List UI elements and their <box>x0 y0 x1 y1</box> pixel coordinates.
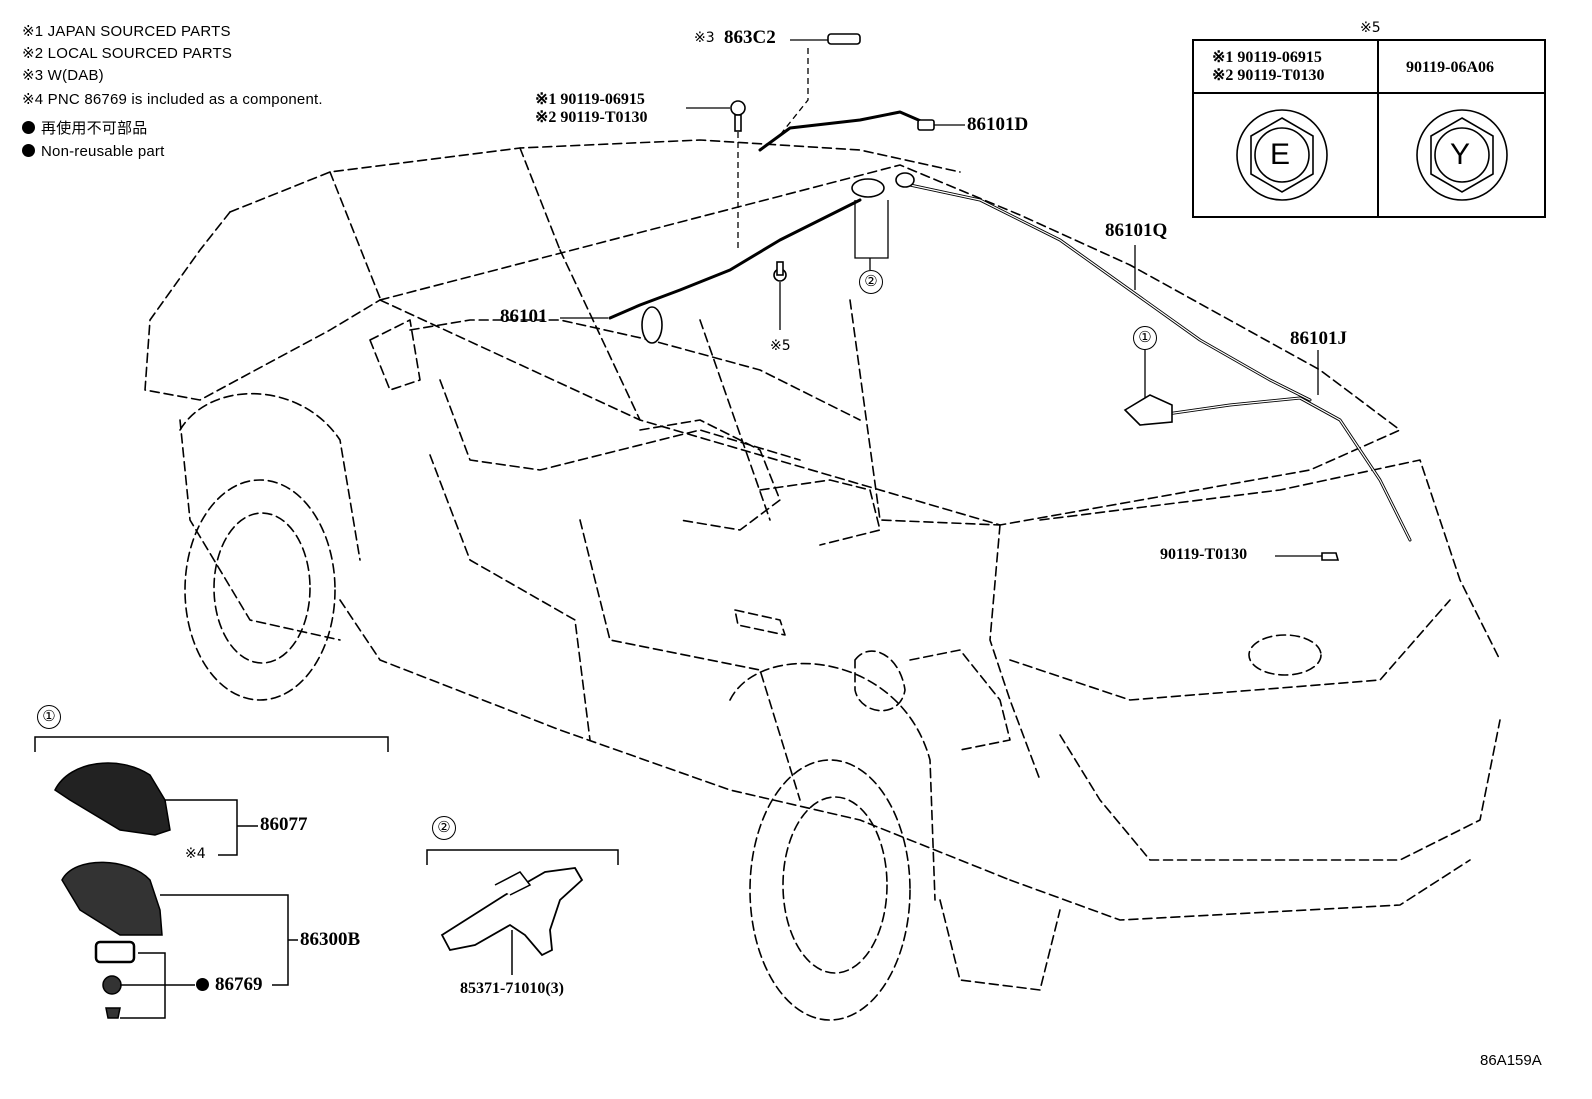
non-reusable-bullet-icon <box>196 978 209 991</box>
note-non-reusable-jp: 再使用不可部品 <box>22 117 147 138</box>
table-right: 90119-06A06 <box>1406 59 1494 76</box>
rear-wheel-rim <box>782 796 888 974</box>
bolt-90119-t0130-rear <box>1321 552 1340 561</box>
vehicle-bumper-bottom <box>1009 859 1471 921</box>
antenna-base-small <box>1123 394 1173 426</box>
label-86101: 86101 <box>500 306 548 327</box>
note-local-sourced: ※2 LOCAL SOURCED PARTS <box>22 45 233 62</box>
vehicle-hood-outline <box>144 211 381 401</box>
rear-wheel <box>749 759 911 1021</box>
antenna-cover-86077 <box>54 762 171 836</box>
harness-86101 <box>608 198 862 320</box>
rear-tail-light <box>909 649 1011 751</box>
label-86300b: 86300B <box>300 929 361 950</box>
connector-863c2 <box>827 33 861 45</box>
label-bolt-top-1: ※1 90119-06915 <box>535 91 645 108</box>
leader-86769 <box>120 952 195 1019</box>
bolt-y-symbol-icon: Y <box>1450 138 1471 171</box>
vehicle-c-pillar <box>849 299 1001 526</box>
vehicle-b-pillar <box>559 249 771 521</box>
rear-wheel-mudflap <box>939 899 1061 991</box>
callout-2-main: ② <box>859 270 883 294</box>
label-86101d: 86101D <box>967 114 1029 135</box>
connector-86101d-end <box>917 119 935 131</box>
leader-86300b <box>160 894 298 986</box>
rear-wheel-arch <box>729 662 936 901</box>
callout-1-inset: ① <box>37 705 61 729</box>
door-handle <box>734 609 786 636</box>
table-left-line2: ※2 90119-T0130 <box>1212 67 1325 84</box>
inset-1 <box>34 736 389 1019</box>
vehicle-tailgate <box>1039 459 1501 661</box>
mark-863c2: ※3 <box>694 30 715 46</box>
clip-group <box>851 178 885 198</box>
vehicle-console <box>759 479 881 546</box>
side-mirror <box>369 319 421 391</box>
vehicle-door-front <box>429 454 591 741</box>
inset-2 <box>426 849 619 975</box>
gasket <box>94 940 136 964</box>
vehicle-door-rear <box>579 519 801 801</box>
label-90119-t0130: 90119-T0130 <box>1160 546 1248 563</box>
vehicle-rear-bumper <box>1059 719 1501 861</box>
callout-1-main: ① <box>1133 326 1157 350</box>
mark-4: ※4 <box>185 846 206 862</box>
label-85371: 85371-71010(3) <box>460 980 564 997</box>
callout-2-inset: ② <box>432 816 456 840</box>
leader-86077 <box>165 799 258 856</box>
vehicle-roof-side <box>379 164 1401 431</box>
harness-86101d <box>758 110 932 152</box>
harness-loop-86101 <box>641 306 663 344</box>
fuel-lid <box>854 650 906 712</box>
vehicle-rear-roof <box>379 299 1401 526</box>
non-reusable-bullet-icon <box>22 144 35 157</box>
label-86101j: 86101J <box>1290 328 1347 349</box>
vehicle-roof-outline <box>229 139 961 213</box>
front-wheel-arch <box>179 392 361 561</box>
vehicle-windshield <box>329 147 561 299</box>
table-left-line1: ※1 90119-06915 <box>1212 49 1322 66</box>
label-86077: 86077 <box>260 814 308 835</box>
vehicle-dashboard <box>409 319 861 421</box>
antenna-assy-86300b <box>61 861 163 936</box>
bolt-e-symbol-icon: E <box>1270 138 1291 171</box>
non-reusable-bullet-icon <box>22 121 35 134</box>
fastener-table <box>1192 39 1546 218</box>
note-japan-sourced: ※1 JAPAN SOURCED PARTS <box>22 23 231 40</box>
diagram-reference: 86A159A <box>1480 1052 1542 1069</box>
vehicle-seat <box>639 419 781 531</box>
label-bolt-top-2: ※2 90119-T0130 <box>535 109 648 126</box>
front-wheel <box>184 479 336 701</box>
label-86769: 86769 <box>196 974 263 996</box>
vehicle-side-lower <box>179 419 341 641</box>
leader-callout2 <box>854 200 889 270</box>
clip-group-2 <box>895 172 915 188</box>
note-pnc-component: ※4 PNC 86769 is included as a component. <box>22 91 323 108</box>
vehicle-side-sill <box>339 599 1011 881</box>
front-wheel-rim <box>213 512 311 664</box>
label-86101q: 86101Q <box>1105 220 1168 241</box>
table-title: ※5 <box>1360 20 1381 36</box>
vehicle-tailgate-lower <box>1009 599 1451 701</box>
note-non-reusable-en: Non-reusable part <box>22 143 164 160</box>
bolt-top <box>730 100 787 282</box>
parts-diagram <box>34 33 1546 1021</box>
screw <box>105 1007 121 1019</box>
nut <box>102 975 122 995</box>
vehicle-dashboard-lower <box>439 379 801 471</box>
note-wdab: ※3 W(DAB) <box>22 67 104 84</box>
label-863c2: 863C2 <box>724 27 776 48</box>
mark-5: ※5 <box>770 338 791 354</box>
leader-863c2-down <box>779 48 809 136</box>
vehicle-rear-pillar <box>989 524 1041 781</box>
rear-emblem <box>1248 634 1322 676</box>
clamp-85371 <box>440 867 584 957</box>
